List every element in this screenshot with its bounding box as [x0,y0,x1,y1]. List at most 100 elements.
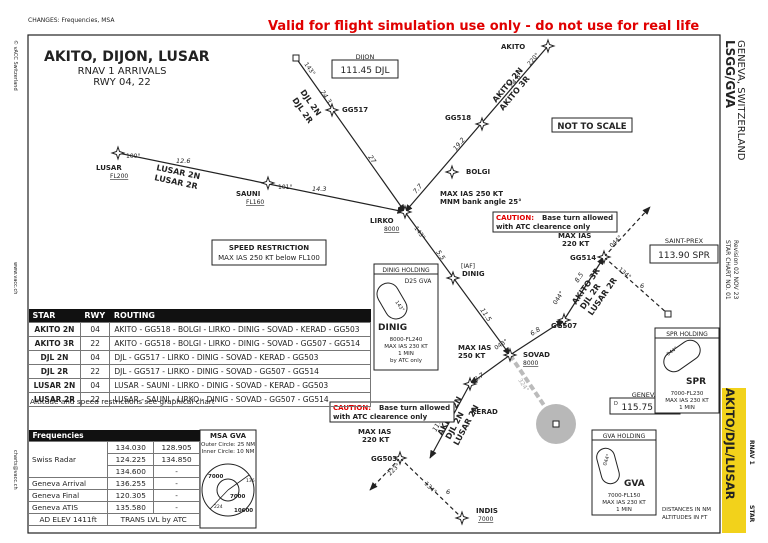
msa-radial-2: 224 [214,504,223,510]
route-lirko-sovad [404,211,511,356]
line-gg514-ne [603,206,651,258]
not-to-scale-box [551,117,633,133]
dinig-holding-box [373,263,439,371]
caution-1-box [492,211,618,233]
airport-code: LSGG/GVA [723,40,737,109]
sauni-wpt-icon [260,175,276,191]
max-ias-gg514-kt: 220 KT [562,240,589,248]
star-tag: STAR [748,505,755,523]
chart-number: STAR CHART NO. 01 [724,240,731,300]
msa-outer-circle [201,463,255,517]
saint-prex-name: SAINT-PREX [665,237,704,245]
lirko-wpt-icon [397,204,413,220]
akito-label: AKITO [501,43,525,51]
route-djl [295,57,406,213]
sovad-alt: 8000 [523,360,538,367]
msa-sector-line-1 [227,474,250,491]
freq-1: 136.255 [107,477,155,490]
gva-holding-l2: MAX IAS 230 KT [602,500,646,506]
freq-name: Swiss Radar [27,441,109,478]
gva-holding-crs: 044° [602,453,612,467]
max-ias-sovad-kt: 250 KT [458,352,485,360]
routing-rwy: 04 [79,350,111,365]
caution-1-text: Base turn allowed [542,214,613,222]
dinig-holding-l3: 1 MIN [398,351,414,357]
geneva-name: GENEVA [632,391,659,399]
dist-19-2: 19.2 [451,136,466,152]
copyright-text: © vACC Switzerland [12,40,19,91]
gva-holding-name: GVA [624,479,645,489]
dist-6b: 6 [446,488,450,496]
dist-14-3: 14.3 [312,185,326,193]
rnav-tag: RNAV 1 [748,440,755,465]
dist-24-3: 24.3 [318,89,333,105]
spr-holding-box [654,327,720,414]
freq-name: Geneva ATIS [27,501,109,514]
gg514-wpt-icon [596,249,612,265]
line-gg503-indis [399,457,463,519]
crs-044b: 044° [552,290,566,306]
crs-134b: 134° [423,480,438,495]
dist-27: 27 [366,154,378,166]
footer-distances: DISTANCES IN NM [662,507,711,513]
caution-2-label: CAUTION: [333,404,371,412]
routing-route: DJL - GG517 - LIRKO - DINIG - SOVAD - KE… [109,350,371,365]
msa-inner-circle [216,478,240,502]
dinig-label: DINIG [462,270,485,278]
web-text: www.vacc.ch [12,262,18,294]
freq-1: 135.580 [107,501,155,514]
dijon-freq: 111.45 DJL [341,66,390,76]
max-ias-gg503-kt: 220 KT [362,436,389,444]
gg517-wpt-icon [324,102,340,118]
spr-holding-l3: 1 MIN [679,405,695,411]
gg514-label: GG514 [570,254,596,262]
gg518-label: GG518 [445,114,471,122]
speed-restr-title: SPEED RESTRICTION [229,244,309,252]
spr-vor-icon [664,310,672,318]
caution-2-text2: with ATC clearence only [333,413,428,421]
routing-note: Altitude and speed restrictions see grap… [30,397,215,406]
indis-alt: 7000 [478,516,493,523]
kerad-wpt-icon [462,376,478,392]
gva-holding-box [591,429,657,516]
msa-inner: Inner Circle: 10 NM [202,449,255,455]
max-ias-sovad: MAX IAS [458,344,491,352]
chart-revision: Revision 02 NOV 23 [732,240,739,299]
gva-holding-title: GVA HOLDING [603,433,646,440]
geneva-freq: 115.75 GVA [621,403,675,413]
dinig-holding-name: DINIG [378,323,407,333]
msa-outer: Outer Circle: 25 NM [201,442,255,448]
dist-5-5: 5.5 [434,249,446,262]
msa-alt-1: 7000 [208,474,223,480]
freq-2: 134.850 [153,453,200,466]
freq-name: Geneva Arrival [27,477,109,490]
sovad-wpt-icon [502,347,518,363]
airport-city: GENEVA, SWITZERLAND [735,40,746,161]
sim-warning: Valid for flight simulation use only - d… [268,19,699,34]
dinig-holding-pattern [376,282,408,320]
routing-header-routing: ROUTING [109,309,371,323]
chart-title: AKITO, DIJON, LUSAR [44,49,210,65]
routing-rwy: 22 [79,364,111,379]
djl-vor-icon [292,54,300,62]
caution-1-label: CAUTION: [496,214,534,222]
fix-labels: AKITO LUSAR SAUNI GG517 GG518 BOLGI LIRK… [96,43,596,515]
freq-2: - [153,465,200,478]
dist-12-6: 12.6 [176,157,190,165]
routing-route: AKITO - GG518 - BOLGI - LIRKO - DINIG - … [109,322,371,337]
freq-1: 134.600 [107,465,155,478]
kerad-label: KERAD [471,408,498,416]
dijon-nav-box [331,59,399,79]
spr-holding-pattern [663,339,701,373]
freq-name: Geneva Final [27,489,109,502]
bolgi-wpt-icon [444,164,460,180]
dist-7-7: 7.7 [411,182,424,196]
freq-1: 120.305 [107,489,155,502]
gva-holding-l3: 1 MIN [616,507,632,513]
indis-wpt-icon [454,510,470,526]
